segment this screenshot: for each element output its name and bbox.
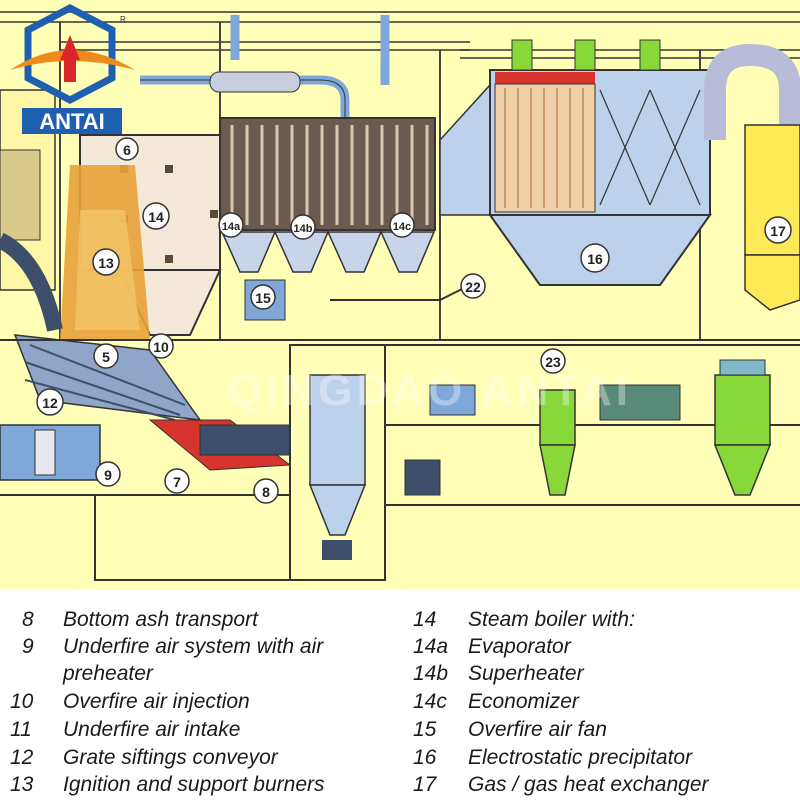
legend-number: 14a	[413, 635, 449, 658]
watermark: QINGDAO ANTAI	[228, 366, 632, 415]
feed-chute	[0, 232, 63, 332]
legend-text: Gas / gas heat exchanger	[468, 773, 709, 796]
legend-number: 14	[413, 608, 437, 631]
duct-outline	[140, 79, 346, 125]
marker-label: 14	[148, 209, 164, 225]
legend-number: 9	[22, 635, 34, 658]
marker-14c: 14c	[389, 212, 415, 238]
legend-text: Superheater	[468, 662, 584, 685]
legend-text: Evaporator	[468, 635, 571, 658]
marker-label: 15	[255, 290, 271, 306]
legend-number: 15	[413, 718, 437, 741]
marker-label: 14b	[294, 223, 313, 235]
legend-text: Steam boiler with:	[468, 608, 635, 631]
legend-text: Underfire air system with air	[63, 635, 324, 658]
marker-label: 14a	[222, 221, 241, 233]
marker-22: 22	[460, 273, 486, 299]
markers: 6 14 13 14a 14b 14c 15 22 16 17 5 10 12 …	[36, 137, 792, 504]
marker-label: 9	[104, 467, 112, 483]
marker-label: 23	[545, 354, 561, 370]
marker-6: 6	[115, 137, 139, 161]
boiler-drum	[209, 71, 301, 93]
marker-label: 17	[770, 223, 786, 239]
legend-number: 16	[413, 746, 437, 769]
legend-number: 8	[22, 608, 34, 631]
legend-text: Grate siftings conveyor	[63, 746, 278, 769]
roof-structure	[0, 11, 800, 59]
ash-silo	[308, 374, 367, 560]
marker-label: 10	[153, 339, 169, 355]
marker-10: 10	[148, 333, 174, 359]
marker-8: 8	[253, 478, 279, 504]
legend-text: Bottom ash transport	[63, 608, 258, 631]
legend-text: Overfire air injection	[63, 690, 250, 713]
marker-14: 14	[142, 202, 170, 230]
marker-label: 12	[42, 395, 58, 411]
legend-text: Ignition and support burners	[63, 773, 325, 796]
legend-text: Overfire air fan	[468, 718, 607, 741]
legend-number: 13	[10, 773, 34, 796]
plant-schematic: 6 14 13 14a 14b 14c 15 22 16 17 5 10 12 …	[0, 0, 800, 590]
legend-number: 14c	[413, 690, 447, 713]
antai-logo: ANTAI R	[10, 4, 135, 134]
marker-9: 9	[95, 461, 121, 487]
flue-duct	[330, 284, 471, 301]
registered-mark: R	[120, 15, 126, 24]
marker-7: 7	[164, 468, 190, 494]
marker-14a: 14a	[218, 212, 244, 238]
marker-15: 15	[250, 284, 276, 310]
marker-13: 13	[92, 248, 120, 276]
legend-text: Electrostatic precipitator	[468, 746, 693, 769]
marker-label: 16	[587, 251, 603, 267]
marker-16: 16	[580, 243, 610, 273]
legend-number: 14b	[413, 662, 449, 685]
marker-23: 23	[540, 348, 566, 374]
marker-label: 6	[123, 142, 131, 158]
electrostatic-precipitator	[439, 39, 712, 286]
legend-number: 11	[10, 718, 32, 741]
marker-label: 13	[98, 255, 114, 271]
underfire-air-system	[0, 424, 101, 481]
legend: 8 Bottom ash transport 9 Underfire air s…	[0, 600, 800, 800]
legend-number: 17	[413, 773, 437, 796]
legend-text: preheater	[63, 662, 153, 685]
marker-label: 5	[102, 349, 110, 365]
marker-label: 14c	[393, 221, 411, 233]
legend-text: Economizer	[468, 690, 579, 713]
legend-text: Underfire air intake	[63, 718, 241, 741]
convective-passes	[219, 117, 436, 273]
marker-12: 12	[36, 388, 64, 416]
marker-17: 17	[764, 216, 792, 244]
legend-number: 10	[10, 690, 34, 713]
marker-label: 7	[173, 474, 181, 490]
marker-14b: 14b	[290, 214, 316, 240]
legend-number: 12	[10, 746, 34, 769]
gas-cleaning-equipment	[404, 359, 772, 496]
marker-label: 8	[262, 484, 270, 500]
marker-label: 22	[465, 279, 481, 295]
logo-wordmark: ANTAI	[39, 109, 105, 134]
marker-5: 5	[93, 343, 119, 369]
